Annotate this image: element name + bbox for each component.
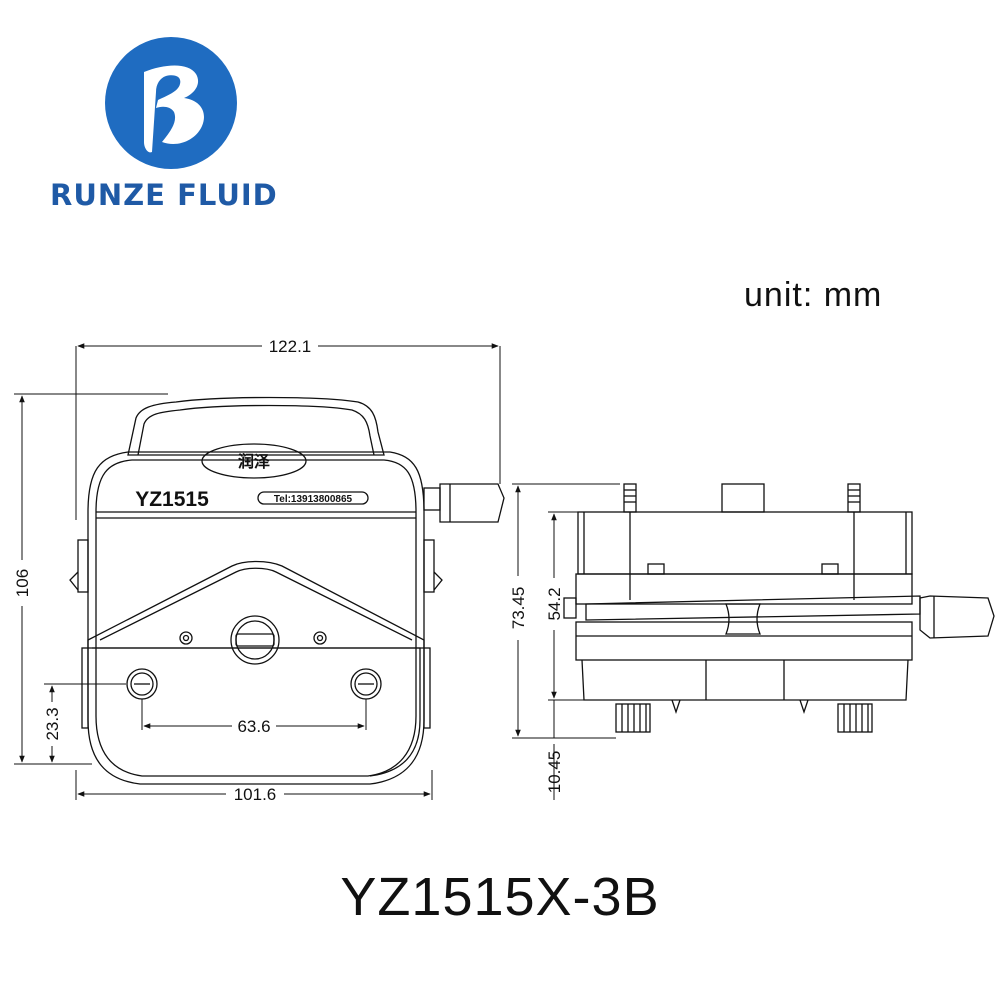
brand-name: RUNZE FLUID	[50, 178, 278, 212]
front-view	[69, 396, 505, 785]
unit-label: unit: mm	[744, 276, 883, 314]
badge-text: 润泽	[238, 452, 270, 471]
model-plate: YZ1515	[135, 488, 209, 511]
dim-side-inner-height: 54.2	[545, 587, 564, 620]
dim-overall-width: 122.1	[269, 337, 312, 356]
dim-overall-height: 106	[13, 569, 32, 597]
phone-plate: Tel:13913800865	[274, 494, 353, 505]
dim-side-foot: 10.45	[545, 751, 564, 794]
dim-mount-hole-height: 23.3	[43, 707, 62, 740]
dim-base-width: 101.6	[234, 785, 277, 804]
model-title: YZ1515X-3B	[340, 867, 660, 927]
side-view	[563, 483, 995, 733]
dim-side-height: 73.45	[509, 587, 528, 630]
dim-mount-hole-spacing: 63.6	[237, 717, 270, 736]
runze-logo-icon	[105, 37, 237, 169]
